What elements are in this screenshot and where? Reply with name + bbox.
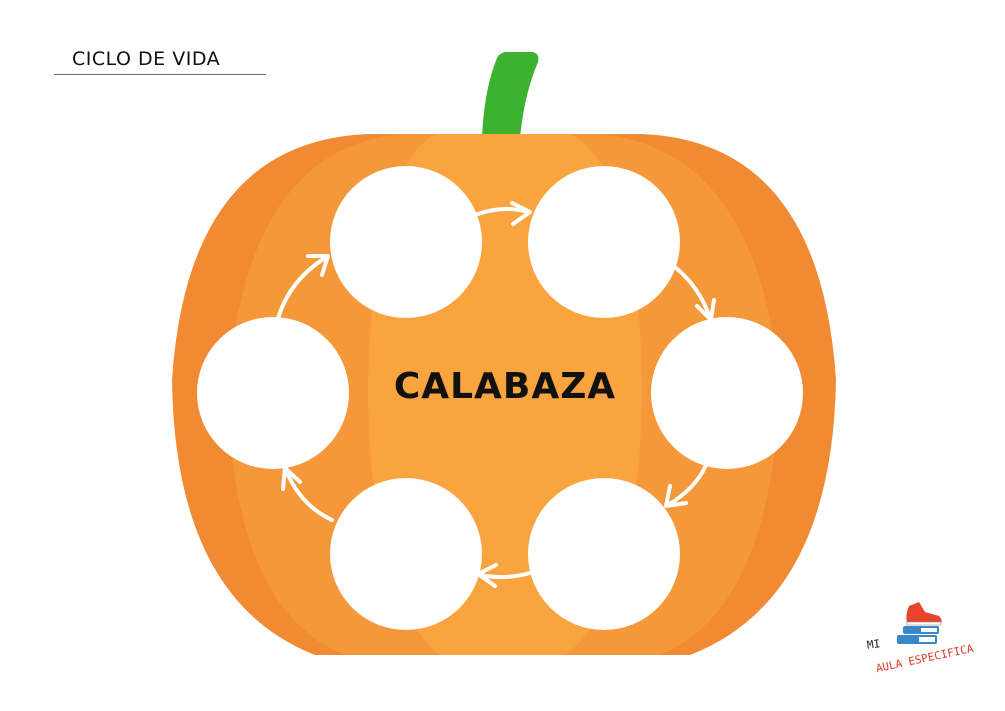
arrow-4-to-5-icon [478,571,532,580]
arrow-3-to-4-icon [666,463,708,507]
stage-circle-6[interactable] [197,317,349,469]
title-underline [54,74,266,75]
stage-circle-3[interactable] [651,317,803,469]
page-title: CICLO DE VIDA [72,48,221,70]
sneaker-on-books-icon [897,602,942,644]
stage-circle-5[interactable] [330,478,482,630]
brand-logo: MI AULA ESPECIFICA [855,598,985,678]
arrow-6-to-1-icon [276,256,327,320]
center-label: CALABAZA [393,366,617,407]
stage-circle-2[interactable] [528,166,680,318]
arrow-5-to-6-icon [284,468,334,522]
cycle-arrows [276,201,716,588]
arrow-2-to-3-icon [674,266,712,320]
stage-circle-4[interactable] [528,478,680,630]
logo-text-mi: MI [866,637,882,652]
stage-circle-1[interactable] [330,166,482,318]
pumpkin-stem-icon [482,52,539,138]
